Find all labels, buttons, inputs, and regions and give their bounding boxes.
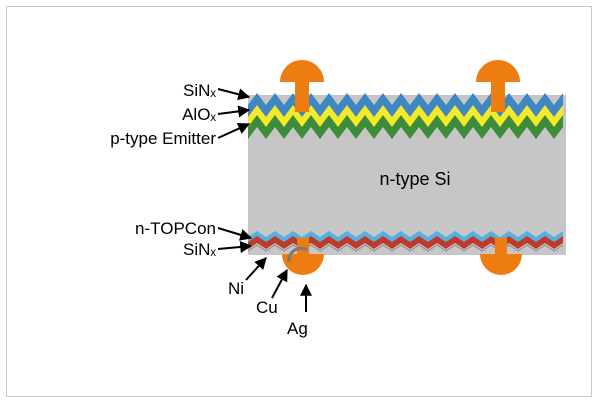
label-n-topcon: n-TOPCon xyxy=(135,219,216,238)
label-sinx-top: SiNₓ xyxy=(183,81,216,100)
rear-contact-right xyxy=(480,238,522,275)
p-type-emitter-layer xyxy=(248,114,563,139)
arrow-ni xyxy=(245,257,267,281)
alox-layer xyxy=(248,104,563,127)
arrow-sinx-bottom xyxy=(217,241,253,253)
arrow-alox xyxy=(217,105,251,118)
label-alox: AlOₓ xyxy=(182,105,216,124)
label-cu: Cu xyxy=(256,298,278,317)
front-contact-left xyxy=(280,60,324,112)
label-p-type-emitter: p-type Emitter xyxy=(110,129,216,148)
arrow-emitter xyxy=(217,122,251,139)
sinx-top-layer xyxy=(248,93,563,117)
label-n-type-si: n-type Si xyxy=(379,169,450,189)
ni-seed-layer xyxy=(287,246,308,263)
label-sinx-bottom: SiNₓ xyxy=(183,240,216,259)
label-ni: Ni xyxy=(228,279,244,298)
sinx-bottom-layer xyxy=(248,236,563,249)
n-topcon-layer xyxy=(248,231,563,243)
rear-contact-left xyxy=(282,238,324,275)
arrow-sinx-top xyxy=(217,88,251,101)
label-ag: Ag xyxy=(287,319,308,338)
front-contact-right xyxy=(476,60,520,112)
arrow-n-topcon xyxy=(217,227,253,241)
arrow-cu xyxy=(271,268,288,299)
